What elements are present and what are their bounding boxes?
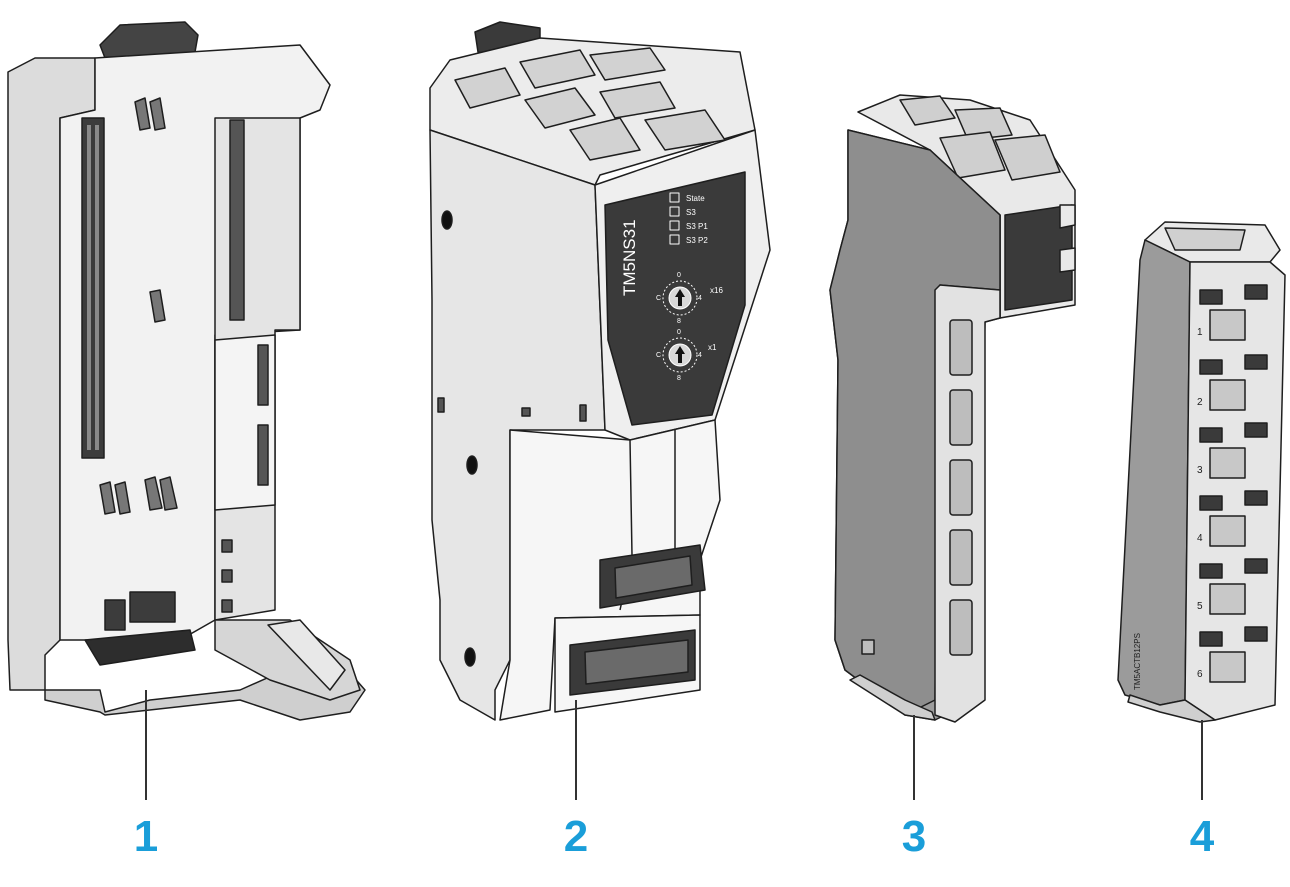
- callout-number-2: 2: [563, 812, 589, 861]
- led-s3-p1: [669, 220, 680, 231]
- interface-module-2: State S3 S3 P1 S3 P2 TM5NS31 0 4 8 C x16: [429, 21, 771, 721]
- top-terminal-slots: [454, 47, 726, 161]
- side-marking: TM5ACTB12PS: [1133, 633, 1142, 690]
- svg-text:4: 4: [698, 295, 702, 302]
- electronic-module-3: [829, 94, 1076, 723]
- svg-text:8: 8: [677, 375, 681, 382]
- terminal-number-3: 3: [1197, 465, 1203, 476]
- arrow-up-icon: [675, 346, 685, 363]
- rotary-switch-x16[interactable]: 0 4 8 C x16: [656, 272, 723, 325]
- svg-text:4: 4: [698, 352, 702, 359]
- led-label-s3: S3: [686, 208, 696, 217]
- terminal-block-module-4: 1 2 3 4 5 6 TM5ACTB12PS: [1117, 221, 1286, 723]
- led-indicators: [669, 192, 680, 245]
- switch-x16-label: x16: [710, 286, 723, 295]
- led-label-state: State: [686, 194, 705, 203]
- terminal-number-5: 5: [1197, 601, 1203, 612]
- rotary-switch-x1[interactable]: 0 4 8 C x1: [656, 329, 717, 382]
- led-s3-p2: [669, 234, 680, 245]
- led-label-s3-p1: S3 P1: [686, 222, 708, 231]
- model-label: TM5NS31: [620, 219, 639, 296]
- leader-lines: [145, 690, 1203, 800]
- led-s3: [669, 206, 680, 217]
- callout-number-3: 3: [901, 812, 927, 861]
- svg-text:0: 0: [677, 329, 681, 336]
- terminal-number-4: 4: [1197, 533, 1203, 544]
- svg-text:0: 0: [677, 272, 681, 279]
- bus-base-module-1: [7, 21, 366, 721]
- led-state: [669, 192, 680, 203]
- arrow-up-icon: [675, 289, 685, 306]
- svg-text:8: 8: [677, 318, 681, 325]
- terminal-number-1: 1: [1197, 327, 1203, 338]
- terminal-number-6: 6: [1197, 669, 1203, 680]
- connector-pins: [87, 125, 99, 450]
- terminal-number-2: 2: [1197, 397, 1203, 408]
- callout-number-4: 4: [1189, 812, 1215, 861]
- spring-terminals: 1 2 3 4 5 6: [1197, 284, 1268, 683]
- svg-text:C: C: [656, 352, 661, 359]
- switch-x1-label: x1: [708, 343, 717, 352]
- svg-text:C: C: [656, 295, 661, 302]
- callout-number-1: 1: [133, 812, 159, 861]
- led-label-s3-p2: S3 P2: [686, 236, 708, 245]
